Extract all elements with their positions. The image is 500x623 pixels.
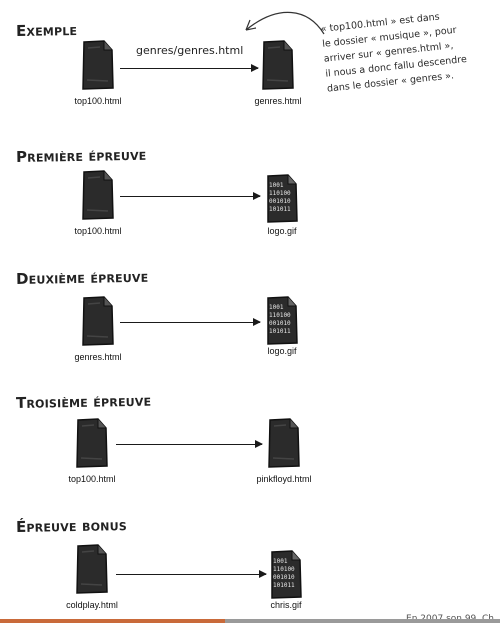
binary-row: 101011	[269, 206, 291, 213]
file-label: top100.html	[74, 96, 122, 106]
binary-row: 110100	[269, 190, 291, 197]
binary-text: 1001 110100 001010 101011	[269, 182, 295, 214]
link-arrow	[120, 64, 259, 72]
html-document-icon	[76, 544, 108, 594]
binary-row: 001010	[269, 320, 291, 327]
binary-row: 1001	[269, 304, 284, 311]
section-heading-premiere-epreuve: Première épreuve	[15, 145, 147, 166]
section-heading-exemple: Exemple	[15, 20, 78, 40]
binary-row: 101011	[273, 582, 295, 589]
link-arrow	[120, 318, 261, 326]
binary-row: 1001	[273, 558, 288, 565]
file-label: logo.gif	[267, 226, 297, 236]
link-arrow	[116, 570, 267, 578]
curved-arrow-icon	[245, 11, 325, 35]
page-edge-strip	[0, 619, 500, 623]
binary-row: 110100	[273, 566, 295, 573]
file-label: pinkfloyd.html	[256, 474, 312, 484]
binary-row: 1001	[269, 182, 284, 189]
binary-image-file-icon	[270, 550, 302, 600]
html-document-icon	[82, 296, 114, 346]
binary-text: 1001 110100 001010 101011	[269, 304, 295, 336]
file-label: top100.html	[74, 226, 122, 236]
binary-row: 001010	[269, 198, 291, 205]
file-label: top100.html	[68, 474, 116, 484]
path-label: genres/genres.html	[136, 44, 244, 57]
html-document-icon	[268, 418, 300, 468]
binary-image-file-icon	[266, 174, 298, 224]
binary-text: 1001 110100 001010 101011	[273, 558, 299, 590]
link-arrow	[120, 192, 261, 200]
footer-fragment: En 2007 son 99. Ch	[406, 614, 494, 620]
html-document-icon	[262, 40, 294, 90]
html-document-icon	[82, 170, 114, 220]
html-document-icon	[76, 418, 108, 468]
file-label: genres.html	[254, 96, 302, 106]
section-heading-epreuve-bonus: Épreuve bonus	[15, 516, 128, 536]
section-heading-deuxieme-epreuve: Deuxième épreuve	[15, 267, 149, 288]
section-heading-troisieme-epreuve: Troisième épreuve	[15, 391, 152, 412]
file-label: chris.gif	[270, 600, 302, 610]
html-document-icon	[82, 40, 114, 90]
explanation-note: « top100.html » est dans le dossier « mu…	[320, 4, 499, 97]
binary-row: 110100	[269, 312, 291, 319]
link-arrow	[116, 440, 263, 448]
binary-row: 101011	[269, 328, 291, 335]
file-label: logo.gif	[267, 346, 297, 356]
file-label: coldplay.html	[66, 600, 118, 610]
binary-row: 001010	[273, 574, 295, 581]
binary-image-file-icon	[266, 296, 298, 346]
file-label: genres.html	[74, 352, 122, 362]
